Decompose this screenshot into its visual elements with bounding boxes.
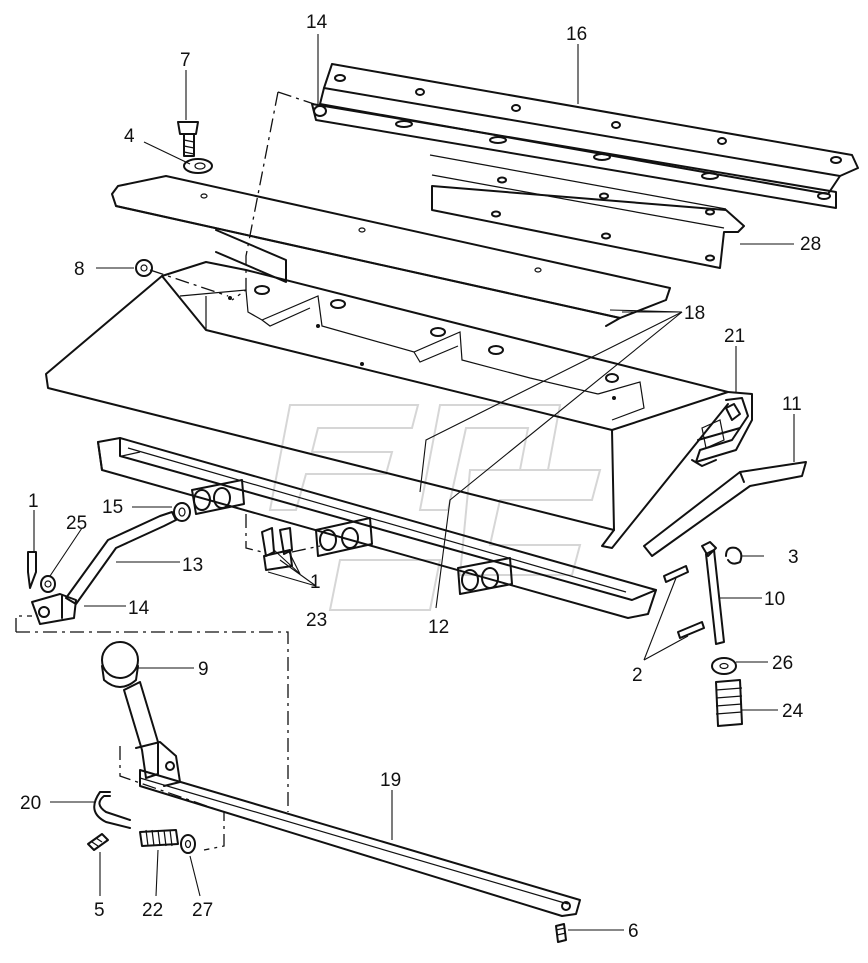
- leader-lines: [33, 34, 795, 931]
- callout-22: 22: [142, 900, 163, 921]
- part-27-washer: [180, 834, 196, 854]
- part-1-pins-centre: [261, 527, 293, 571]
- callout-20: 20: [20, 793, 41, 814]
- callout-15: 15: [102, 497, 123, 518]
- callout-13: 13: [182, 555, 203, 576]
- part-18-cover-plate: [111, 175, 671, 327]
- assembly-line-lower: [15, 615, 289, 851]
- callout-12: 12: [428, 617, 449, 638]
- callout-26: 26: [772, 653, 793, 674]
- callout-10: 10: [764, 589, 785, 610]
- part-20-u-bolt: [93, 791, 131, 829]
- callout-27: 27: [192, 900, 213, 921]
- part-2-pins: [663, 565, 705, 639]
- callout-1-centre: 1: [310, 572, 321, 593]
- callout-16: 14: [306, 12, 328, 33]
- callout-14: 14: [128, 598, 150, 619]
- part-21-bracket: [701, 419, 725, 449]
- part-26-washer: [711, 657, 737, 675]
- part-12-frame: [97, 437, 657, 619]
- part-10-rod: [701, 541, 725, 645]
- part-13-rod: [65, 511, 177, 605]
- callout-8: 8: [74, 259, 85, 280]
- callout-18: 18: [684, 303, 705, 324]
- callout-2: 2: [632, 665, 643, 686]
- part-7-bolt: [177, 121, 199, 157]
- part-3-clip: [725, 546, 743, 565]
- callout-17: 16: [566, 24, 587, 45]
- part-11-lever: [643, 461, 807, 557]
- part-4-washer: [183, 158, 213, 174]
- assembly-line-centre: [245, 514, 321, 553]
- callout-28: 28: [800, 234, 821, 255]
- part-1-pin-left: [27, 551, 37, 589]
- part-5-stud: [87, 833, 109, 851]
- part-25-washer: [40, 575, 56, 593]
- part-17-upper-rail: [313, 63, 859, 195]
- callout-6: 6: [628, 921, 639, 942]
- part-28-angle-bracket: [429, 154, 745, 269]
- part-6-stud: [555, 923, 567, 943]
- callout-21: 21: [724, 326, 745, 347]
- part-16-clamp-strip: [311, 103, 837, 209]
- assembly-line-upper: [149, 91, 315, 301]
- callout-4: 4: [124, 126, 135, 147]
- callout-3: 3: [788, 547, 799, 568]
- callout-1-left: 1: [28, 491, 39, 512]
- callout-9: 9: [198, 659, 209, 680]
- part-14-clevis: [31, 593, 77, 625]
- part-9-knob: [101, 641, 139, 688]
- part-22-spring: [139, 829, 179, 847]
- watermark-logo: [268, 404, 602, 611]
- callout-11: 11: [782, 394, 802, 415]
- callout-23: 23: [306, 610, 327, 631]
- callout-19: 19: [380, 770, 401, 791]
- callout-25: 25: [66, 513, 87, 534]
- callout-labels: 14 16 7 4 28 8 18 21 11 1 15 25 13 1 3 1…: [20, 12, 821, 942]
- main-housing: [45, 261, 753, 549]
- part-24-spring: [715, 679, 743, 727]
- callout-24: 24: [782, 701, 804, 722]
- callout-5: 5: [94, 900, 105, 921]
- part-8-nut: [135, 259, 153, 277]
- callout-7: 7: [180, 50, 191, 71]
- part-19-handle-lever: [123, 681, 581, 917]
- part-15-bushing: [173, 502, 191, 522]
